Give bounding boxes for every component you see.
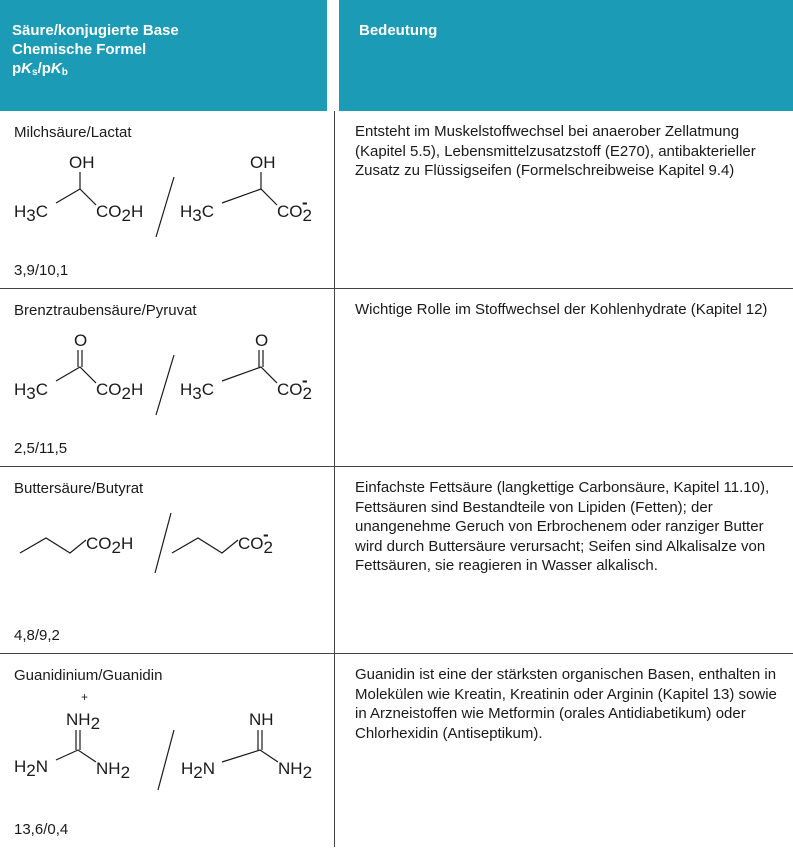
cell-meaning: Entsteht im Muskelstoffwechsel bei anaer… — [333, 111, 793, 288]
meaning-text: Wichtige Rolle im Stoffwechsel der Kohle… — [354, 301, 768, 318]
header-meaning: Bedeutung — [359, 22, 438, 39]
h3c-label: H3C — [14, 202, 48, 225]
cell-substance: Buttersäure/Butyrat CO2H CO2 - 4,8/9,2 — [0, 467, 322, 653]
co2h-label: CO2H — [96, 380, 143, 403]
cell-meaning: Einfachste Fettsäure (langkettige Carbon… — [333, 467, 793, 653]
pk-value: 2,5/11,5 — [14, 440, 68, 457]
header-formula: Chemische Formel — [12, 41, 147, 58]
substance-name: Guanidinium/Guanidin — [14, 667, 163, 684]
nh-label: NH — [249, 710, 274, 729]
header-acid-base: Säure/konjugierte Base — [12, 22, 179, 39]
oh-label: OH — [250, 153, 276, 172]
oh-label: OH — [69, 153, 95, 172]
table-row: Buttersäure/Butyrat CO2H CO2 - 4,8/9,2 E… — [0, 467, 793, 654]
lactic-acid-structure: OH H3C CO2H OH H3C CO2 - — [14, 153, 312, 238]
co2h-label: CO2H — [86, 534, 133, 557]
table-row: Brenztraubensäure/Pyruvat O H3C CO2H O H… — [0, 289, 793, 467]
table-row: Milchsäure/Lactat OH H3C CO2H OH H3C CO2… — [0, 111, 793, 289]
pk-value: 3,9/10,1 — [14, 262, 69, 279]
minus-sign: - — [302, 371, 308, 390]
plus-sign: + — [81, 690, 88, 704]
header-pk: pKs/pKb — [12, 60, 68, 78]
pyruvic-acid-structure: O H3C CO2H O H3C CO2 - — [14, 331, 312, 416]
h2n-label: H2N — [14, 757, 48, 780]
pk-value: 13,6/0,4 — [14, 821, 69, 838]
guanidine-structure: + NH2 H2N NH2 NH H2N NH2 — [14, 690, 312, 791]
substance-name: Milchsäure/Lactat — [14, 124, 132, 141]
meaning-text: Einfachste Fettsäure (langkettige Carbon… — [354, 479, 770, 574]
cell-substance: Milchsäure/Lactat OH H3C CO2H OH H3C CO2… — [0, 111, 322, 288]
header-left: Säure/konjugierte Base Chemische Formel … — [0, 0, 327, 111]
substance-name: Buttersäure/Butyrat — [14, 480, 144, 497]
o-label: O — [255, 331, 268, 350]
table-header: Säure/konjugierte Base Chemische Formel … — [0, 0, 793, 111]
table-row: Guanidinium/Guanidin + NH2 H2N NH2 NH H2… — [0, 654, 793, 847]
meaning-text: Guanidin ist eine der stärksten organisc… — [354, 666, 777, 742]
substance-name: Brenztraubensäure/Pyruvat — [14, 302, 197, 319]
header-right: Bedeutung — [327, 0, 793, 111]
minus-sign: - — [263, 525, 269, 544]
co2-minus-label: CO2 — [277, 380, 312, 403]
cell-meaning: Wichtige Rolle im Stoffwechsel der Kohle… — [333, 289, 793, 466]
h2n-label: H2N — [181, 759, 215, 782]
cell-substance: Brenztraubensäure/Pyruvat O H3C CO2H O H… — [0, 289, 322, 466]
nh2-label: NH2 — [96, 759, 130, 782]
co2h-label: CO2H — [96, 202, 143, 225]
co2-minus-label: CO2 — [277, 202, 312, 225]
cell-meaning: Guanidin ist eine der stärksten organisc… — [333, 654, 793, 847]
minus-sign: - — [302, 193, 308, 212]
co2-minus-label: CO2 — [238, 534, 273, 557]
h3c-label: H3C — [180, 202, 214, 225]
nh2-label: NH2 — [66, 710, 100, 733]
o-label: O — [74, 331, 87, 350]
butyric-acid-structure: CO2H CO2 - — [19, 512, 273, 574]
meaning-text: Entsteht im Muskelstoffwechsel bei anaer… — [354, 123, 756, 179]
h3c-label: H3C — [180, 380, 214, 403]
pk-value: 4,8/9,2 — [14, 627, 60, 644]
cell-substance: Guanidinium/Guanidin + NH2 H2N NH2 NH H2… — [0, 654, 322, 847]
h3c-label: H3C — [14, 380, 48, 403]
nh2-label: NH2 — [278, 759, 312, 782]
